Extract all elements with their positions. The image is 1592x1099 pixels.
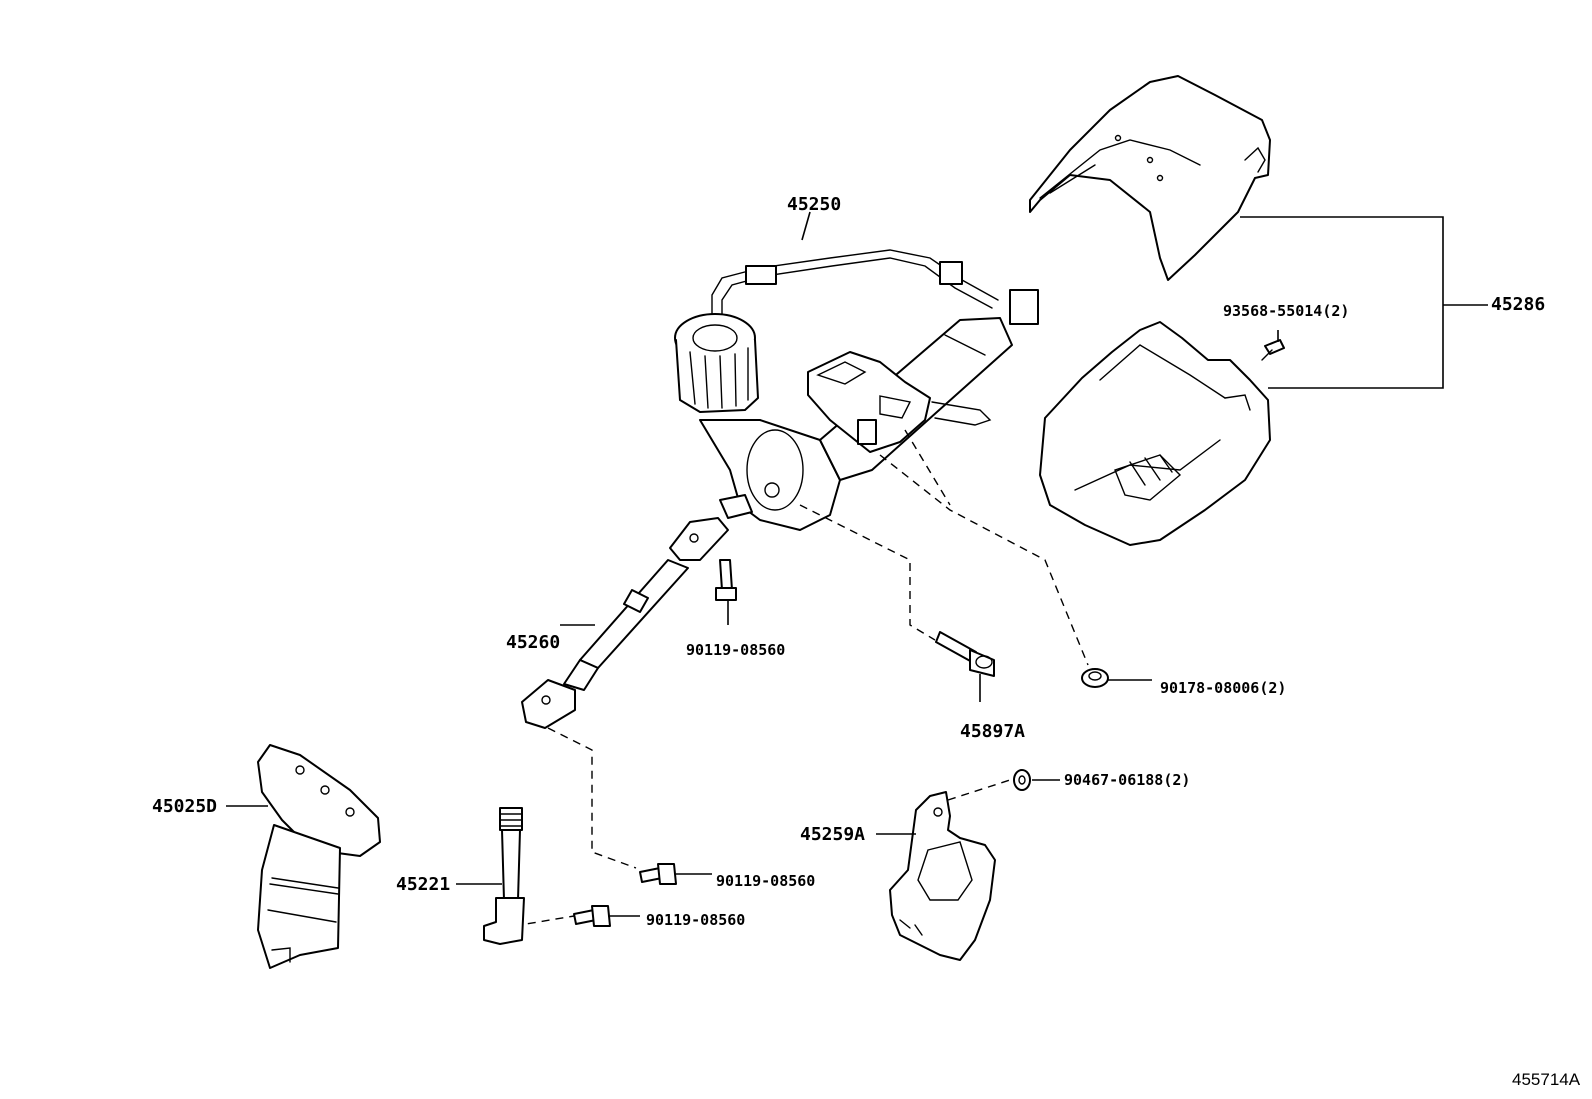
column-cover-lower-drawing — [1039, 321, 1271, 546]
dashed-line-45897a — [799, 504, 936, 641]
clip-90467-drawing — [1013, 769, 1031, 791]
diagram-reference-code: 455714A — [1512, 1070, 1581, 1089]
label-45250: 45250 — [787, 194, 842, 215]
boot-45025d-drawing — [257, 744, 381, 969]
dashed-line-upper-bolt — [904, 429, 951, 506]
bolt-90119-lower-drawing — [573, 905, 611, 927]
label-45025d: 45025D — [152, 796, 218, 817]
steering-column-drawing — [674, 249, 1039, 531]
label-45260: 45260 — [506, 632, 561, 653]
label-90178-08006: 90178-08006(2) — [1160, 679, 1287, 697]
dashed-line-90467 — [947, 779, 1011, 801]
intermediate-shaft-drawing — [521, 517, 729, 729]
label-90119-08560-upper: 90119-08560 — [686, 641, 786, 659]
label-90467-06188: 90467-06188(2) — [1064, 771, 1191, 789]
label-90119-08560-lower: 90119-08560 — [646, 911, 746, 929]
label-93568-55014: 93568-55014(2) — [1223, 302, 1350, 320]
column-cover-upper-drawing — [1029, 75, 1271, 281]
label-45286: 45286 — [1491, 294, 1546, 315]
dashed-line-shaft-joint — [547, 727, 637, 869]
label-45259a: 45259A — [800, 824, 866, 845]
dashed-line-45221 — [513, 915, 575, 927]
bolt-90119-middle-drawing — [639, 863, 677, 885]
bolt-90119-upper-drawing — [715, 559, 737, 601]
label-45897a: 45897A — [960, 721, 1026, 742]
label-90119-08560-middle: 90119-08560 — [716, 872, 816, 890]
bracket-45259a-drawing — [889, 791, 996, 961]
leader-45250 — [801, 211, 811, 241]
label-45221: 45221 — [396, 874, 451, 895]
screw-93568-drawing — [1261, 339, 1285, 361]
nut-90178-drawing — [1081, 668, 1109, 688]
dashed-line-90178 — [879, 454, 1089, 666]
bracket-45286 — [1240, 216, 1444, 389]
shaft-45221-drawing — [483, 807, 525, 945]
bolt-45897a-drawing — [935, 631, 995, 677]
